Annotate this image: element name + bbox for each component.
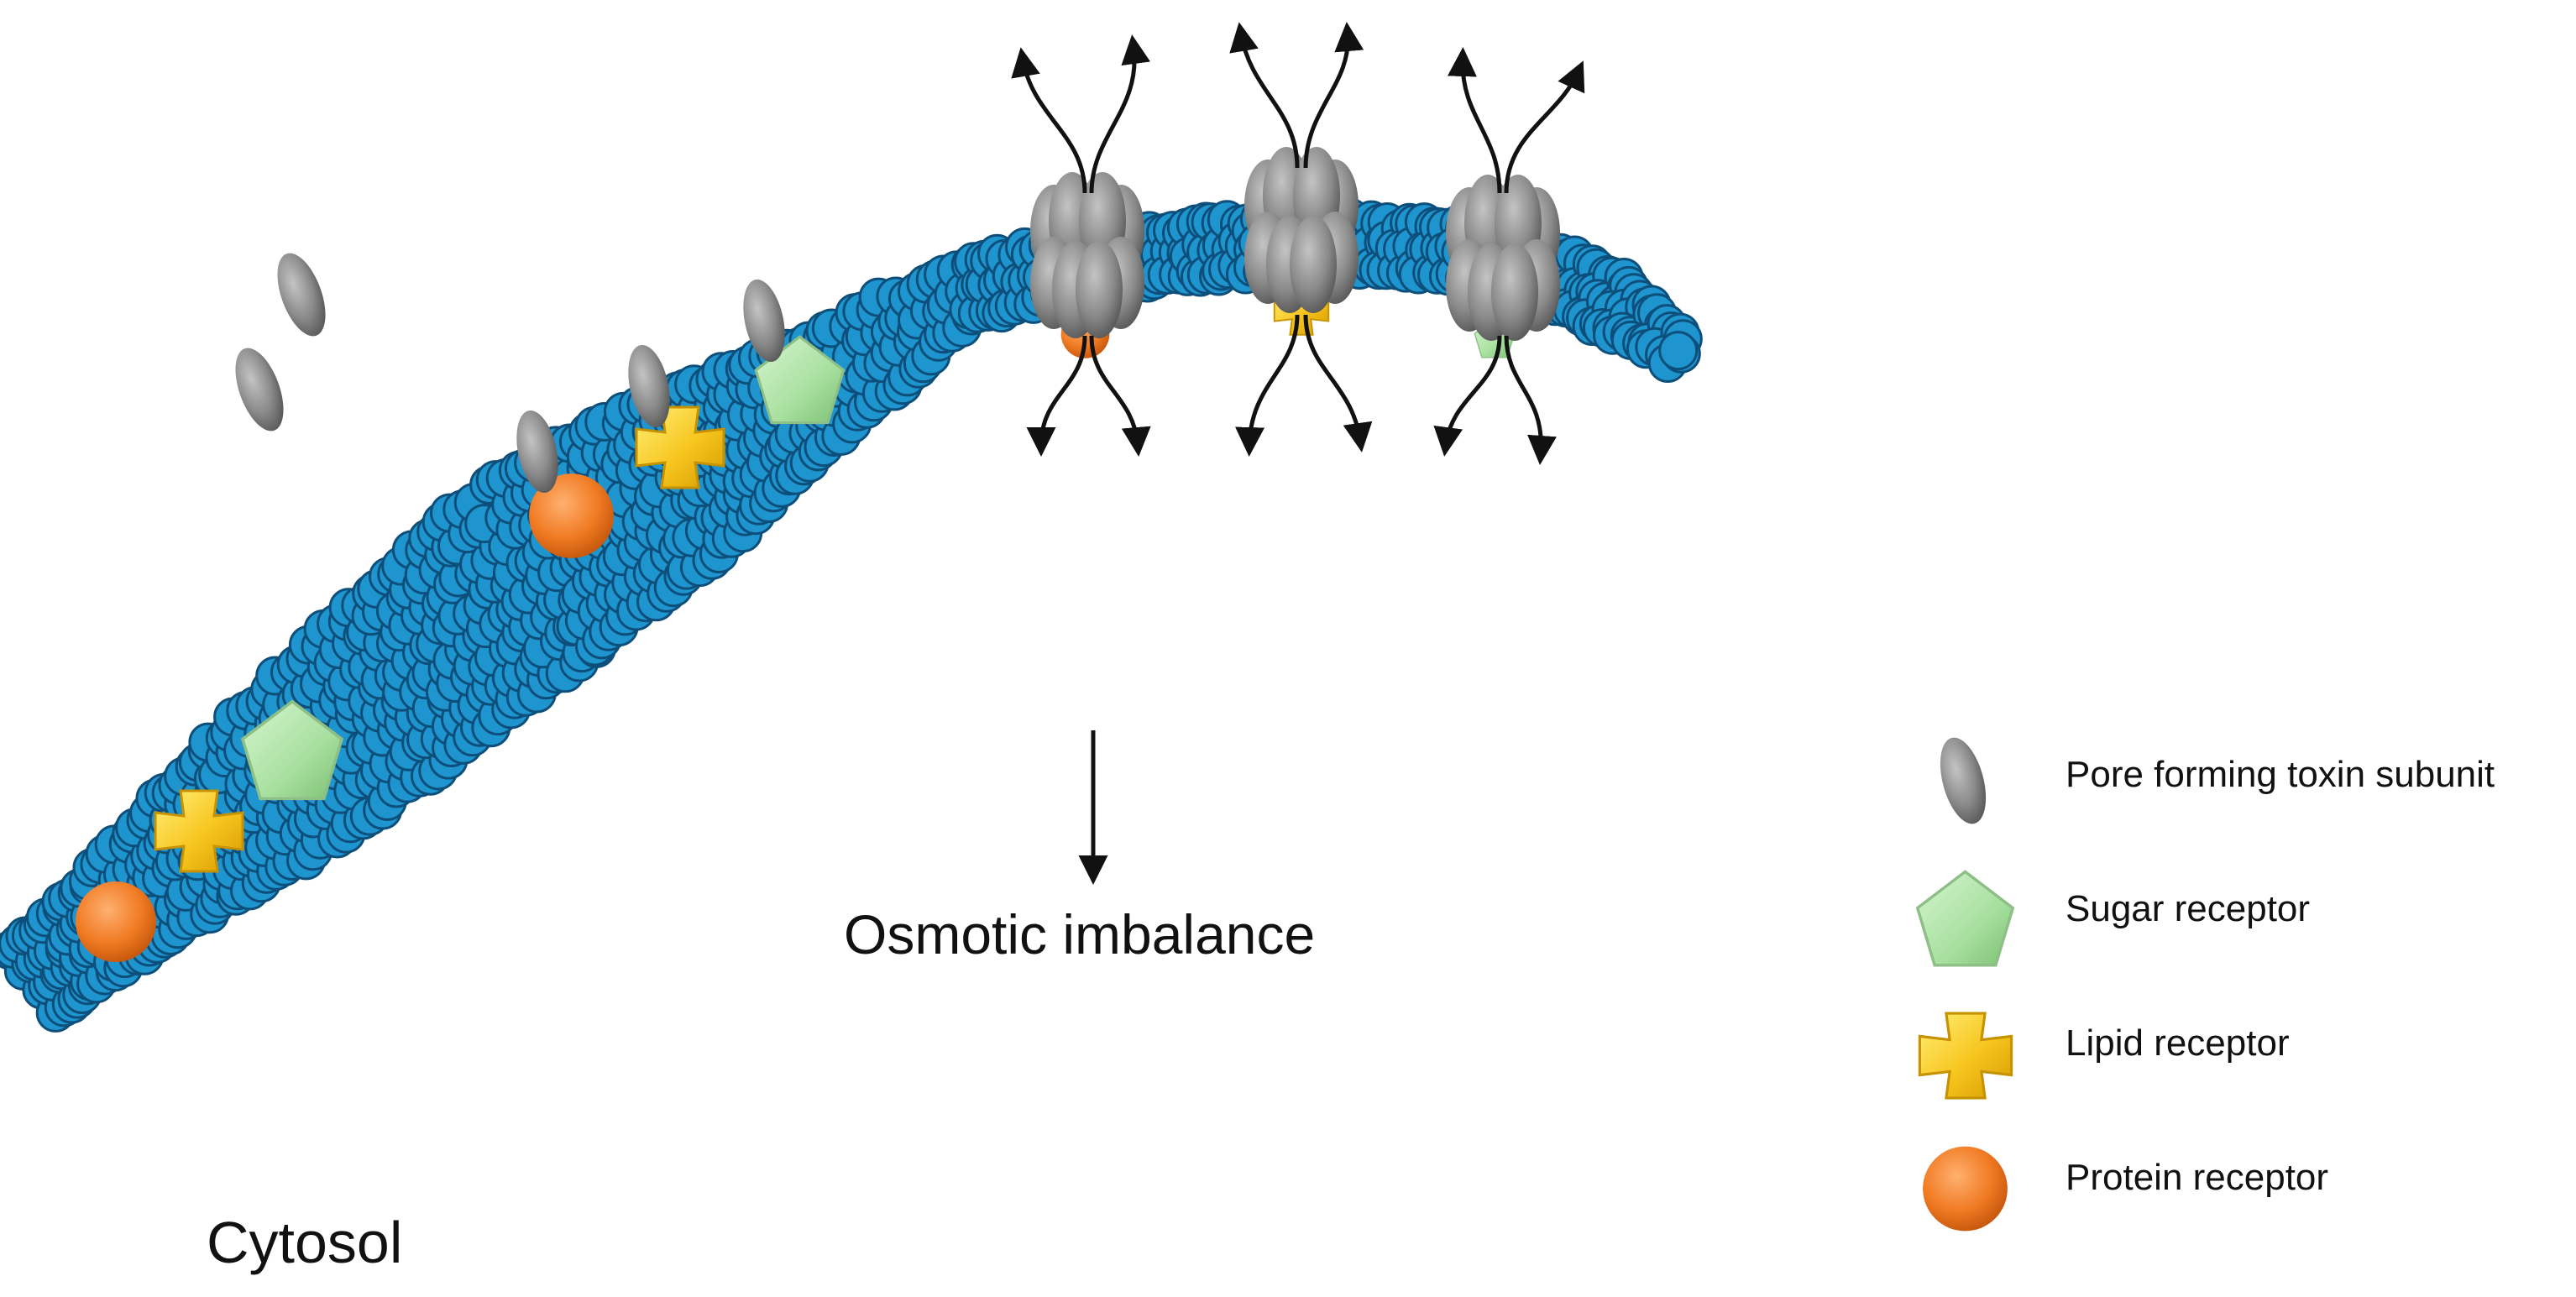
legend-label-lipid: Lipid receptor (2066, 1022, 2290, 1064)
ion-flux-arrows (1011, 22, 1585, 465)
cytosol-label: Cytosol (207, 1210, 403, 1275)
protein-receptor-icon (76, 881, 156, 962)
pore-3 (1446, 175, 1560, 341)
protein-receptor-icon (1923, 1146, 2008, 1232)
legend-label-sugar: Sugar receptor (2066, 888, 2311, 929)
toxin-subunit-icon (225, 342, 294, 437)
pore-2 (1244, 147, 1359, 313)
lipid-bead (1658, 331, 1699, 371)
osmotic-imbalance-label: Osmotic imbalance (844, 903, 1316, 965)
toxin-subunit-icon (1931, 732, 1995, 829)
pore-1 (1030, 172, 1144, 338)
legend-label-toxin: Pore forming toxin subunit (2066, 754, 2495, 795)
legend-label-protein: Protein receptor (2066, 1157, 2329, 1198)
legend (1915, 732, 2015, 1232)
sugar-receptor-icon (1915, 870, 2015, 967)
lipid-receptor-icon (1918, 1012, 2013, 1100)
toxin-subunit-icon (267, 247, 336, 343)
toxin-pores (1030, 147, 1560, 358)
